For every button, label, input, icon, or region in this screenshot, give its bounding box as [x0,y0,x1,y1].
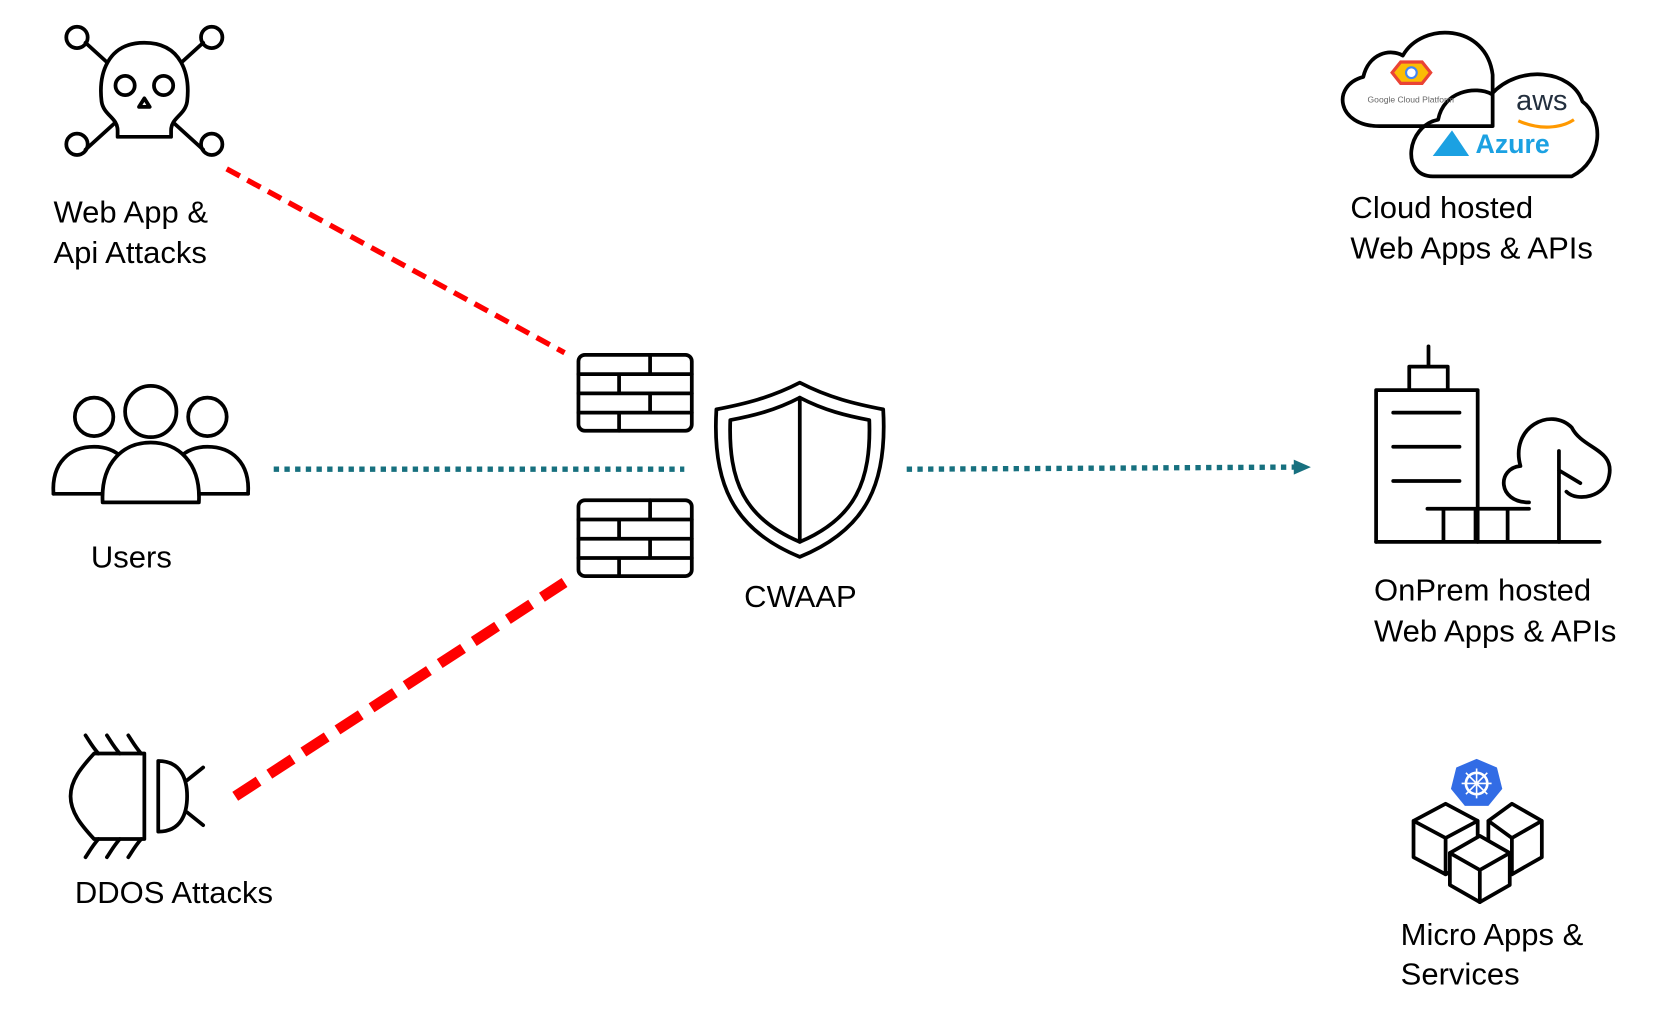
micro-label-line2: Services [1401,956,1520,991]
web-attacks-label-line2: Api Attacks [53,235,206,270]
bug-icon [68,733,206,860]
azure-logo-icon [1432,130,1470,157]
aws-logo-text: aws [1516,85,1567,117]
building-tree-icon [1374,344,1612,544]
arrow-head-icon [1293,459,1311,475]
firewall-bottom-icon [576,498,694,578]
aws-smile-icon [1517,118,1575,129]
users-label: Users [91,540,172,575]
shield-icon [713,380,886,559]
cloud-providers-icon: Google Cloud Platform aws Azure [1340,30,1600,179]
micro-label-line1: Micro Apps & [1401,917,1584,952]
users-group-icon [51,383,250,505]
web-attack-line [225,166,566,356]
web-attacks-label-line1: Web App & [53,194,208,229]
cwaap-label: CWAAP [744,579,857,614]
azure-logo-text: Azure [1476,129,1550,159]
skull-crossbones-icon [64,24,225,157]
firewall-top-icon [576,352,694,433]
google-cloud-logo-text: Google Cloud Platform [1368,95,1454,105]
ddos-attack-line [232,578,568,801]
ddos-label: DDOS Attacks [75,875,273,910]
cloud-label-line2: Web Apps & APIs [1350,231,1592,266]
onprem-label-line1: OnPrem hosted [1374,573,1591,608]
kubernetes-cubes-icon [1411,758,1544,904]
onprem-label-line2: Web Apps & APIs [1374,613,1616,648]
outbound-traffic-line [906,464,1296,472]
cloud-label-line1: Cloud hosted [1350,190,1533,225]
